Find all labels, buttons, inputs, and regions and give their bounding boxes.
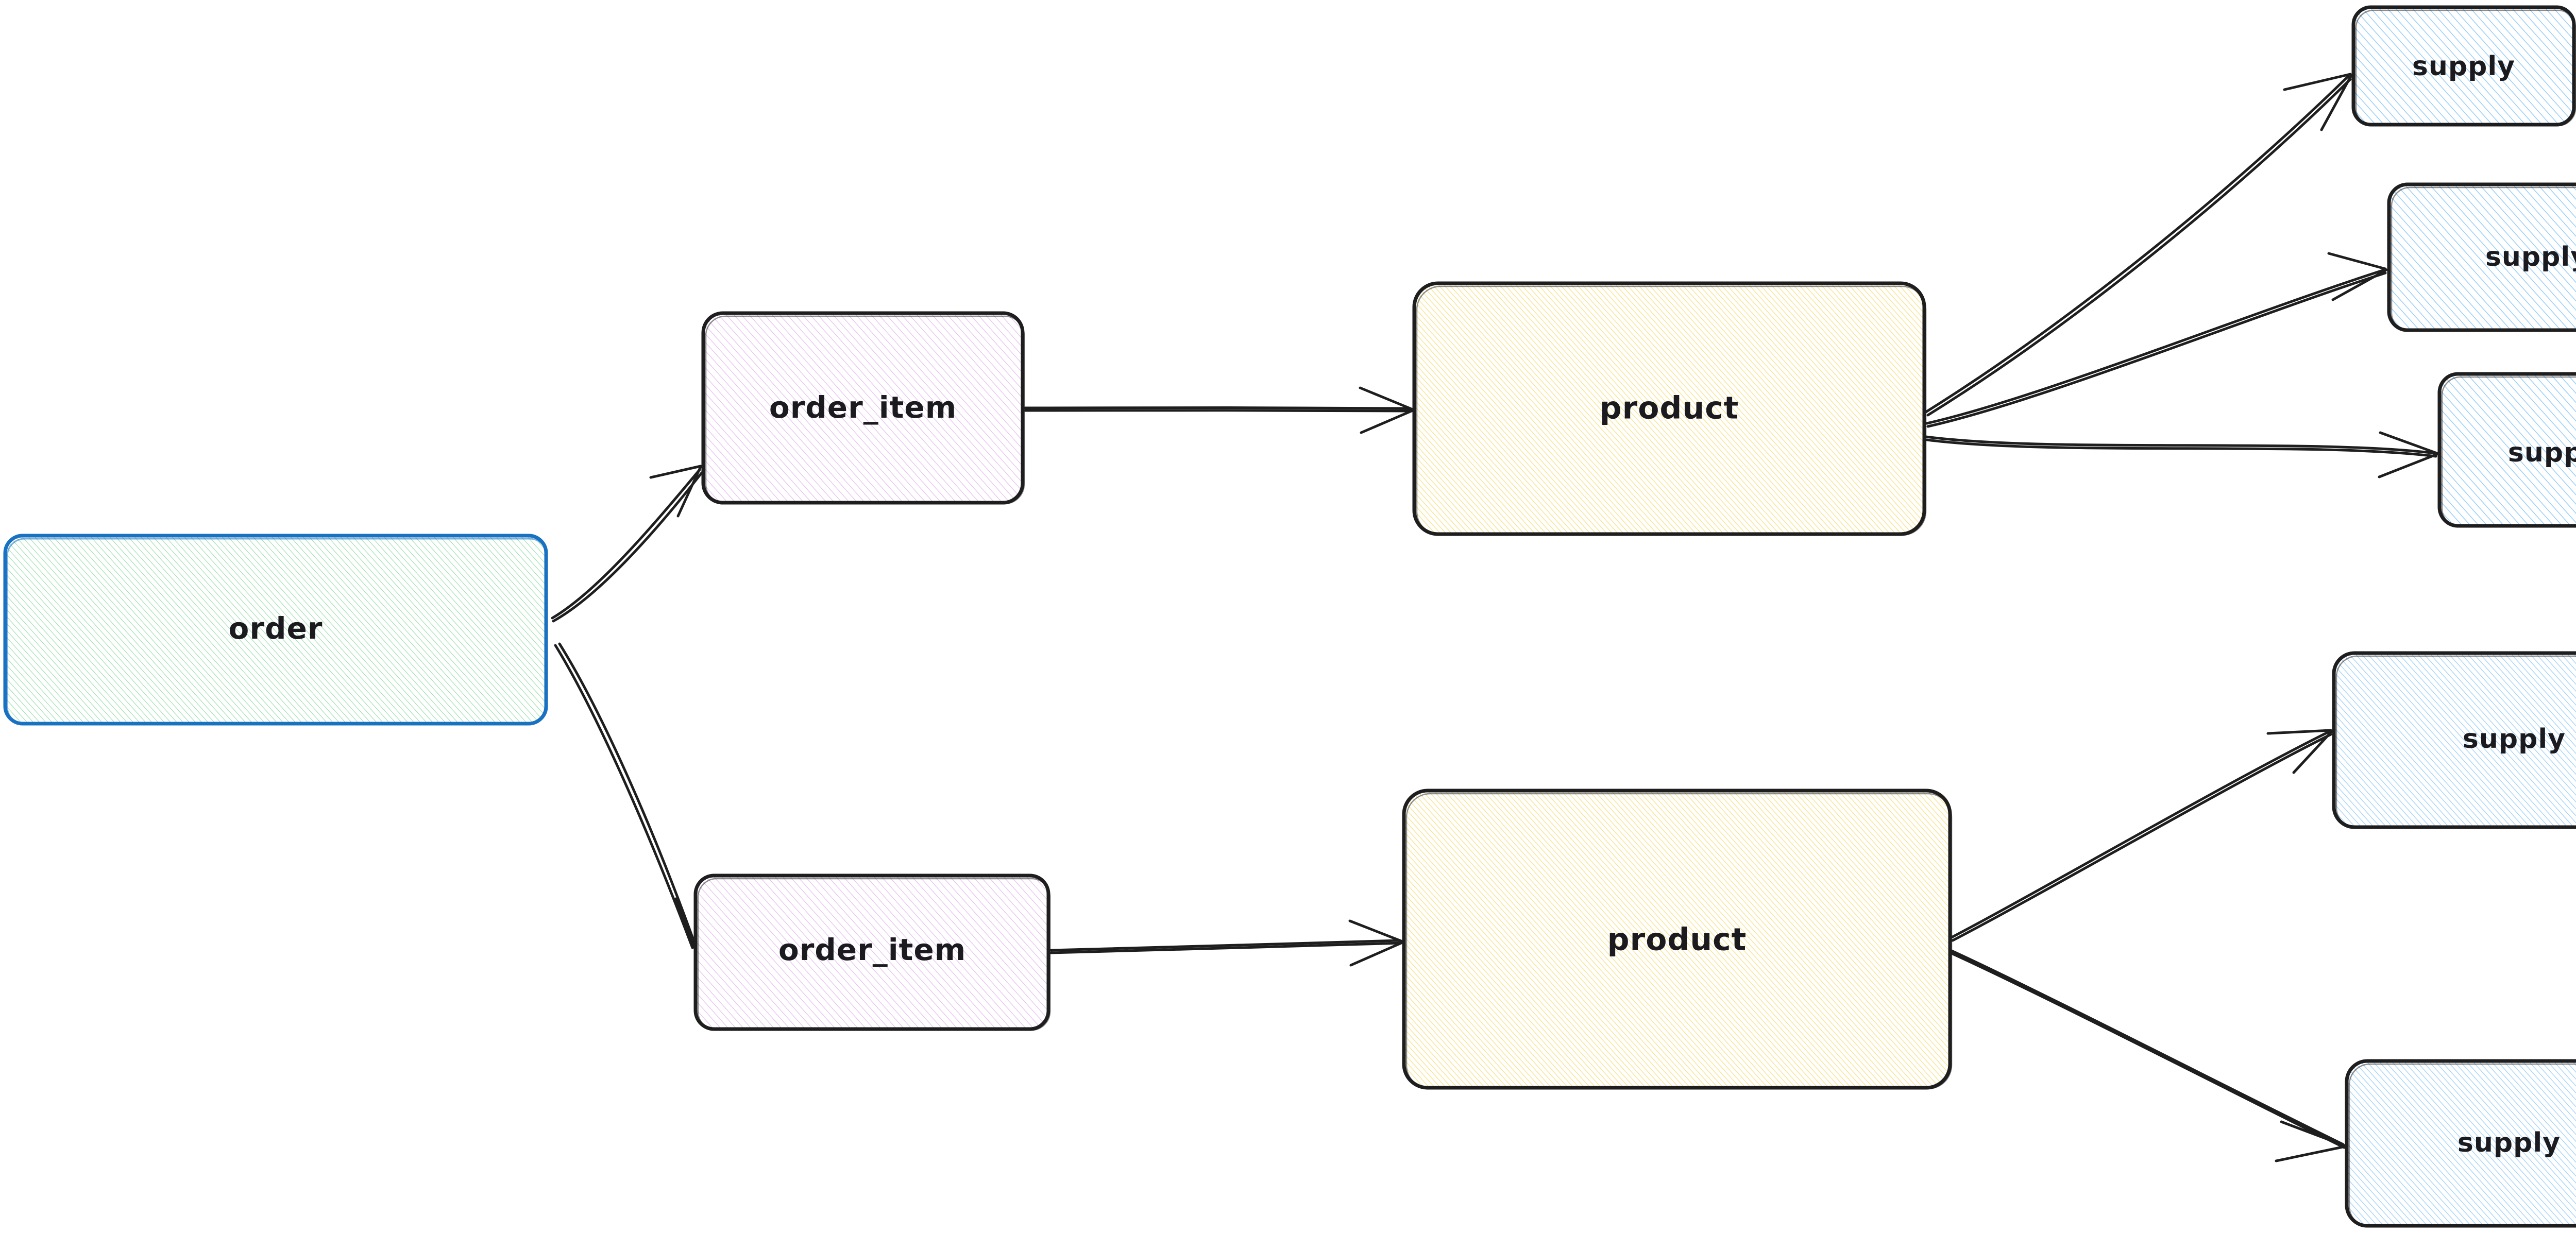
nodes-layer: order order_item order_item product [3, 5, 2576, 1228]
node-order-label: order [229, 611, 323, 646]
edge-order-item-1-to-product-1 [1024, 386, 1414, 434]
node-supply-3-label: supply [2508, 437, 2576, 468]
edge-product-2-to-supply-4 [1950, 729, 2333, 942]
node-product-1-label: product [1600, 390, 1739, 426]
node-supply-5-label: supply [2458, 1127, 2561, 1158]
node-supply-4-label: supply [2463, 724, 2566, 755]
node-product-1[interactable]: product [1412, 281, 1927, 536]
node-order-item-2-label: order_item [778, 932, 966, 967]
node-order-item-2[interactable]: order_item [693, 874, 1051, 1031]
node-supply-3[interactable]: supply [2437, 372, 2576, 528]
node-product-2[interactable]: product [1402, 789, 1953, 1090]
node-supply-2-label: supply [2485, 242, 2576, 272]
edges-layer [551, 73, 2438, 1162]
node-supply-5[interactable]: supply [2345, 1059, 2576, 1228]
edge-product-1-to-supply-3 [1924, 431, 2438, 478]
node-order-item-1-label: order_item [769, 390, 957, 425]
edge-product-1-to-supply-1 [1924, 73, 2353, 417]
node-supply-1[interactable]: supply [2351, 5, 2576, 127]
edge-order-to-order-item-2 [554, 642, 699, 953]
node-order[interactable]: order [3, 534, 548, 726]
node-order-item-1[interactable]: order_item [701, 311, 1025, 505]
edge-order-item-2-to-product-2 [1049, 919, 1404, 967]
node-supply-1-label: supply [2412, 51, 2515, 82]
node-supply-2[interactable]: supply [2387, 182, 2576, 332]
edge-product-2-to-supply-5 [1949, 949, 2347, 1162]
edge-order-to-order-item-1 [551, 465, 703, 623]
node-supply-4[interactable]: supply [2332, 651, 2576, 829]
edge-product-1-to-supply-2 [1925, 252, 2388, 428]
node-product-2-label: product [1607, 922, 1747, 958]
